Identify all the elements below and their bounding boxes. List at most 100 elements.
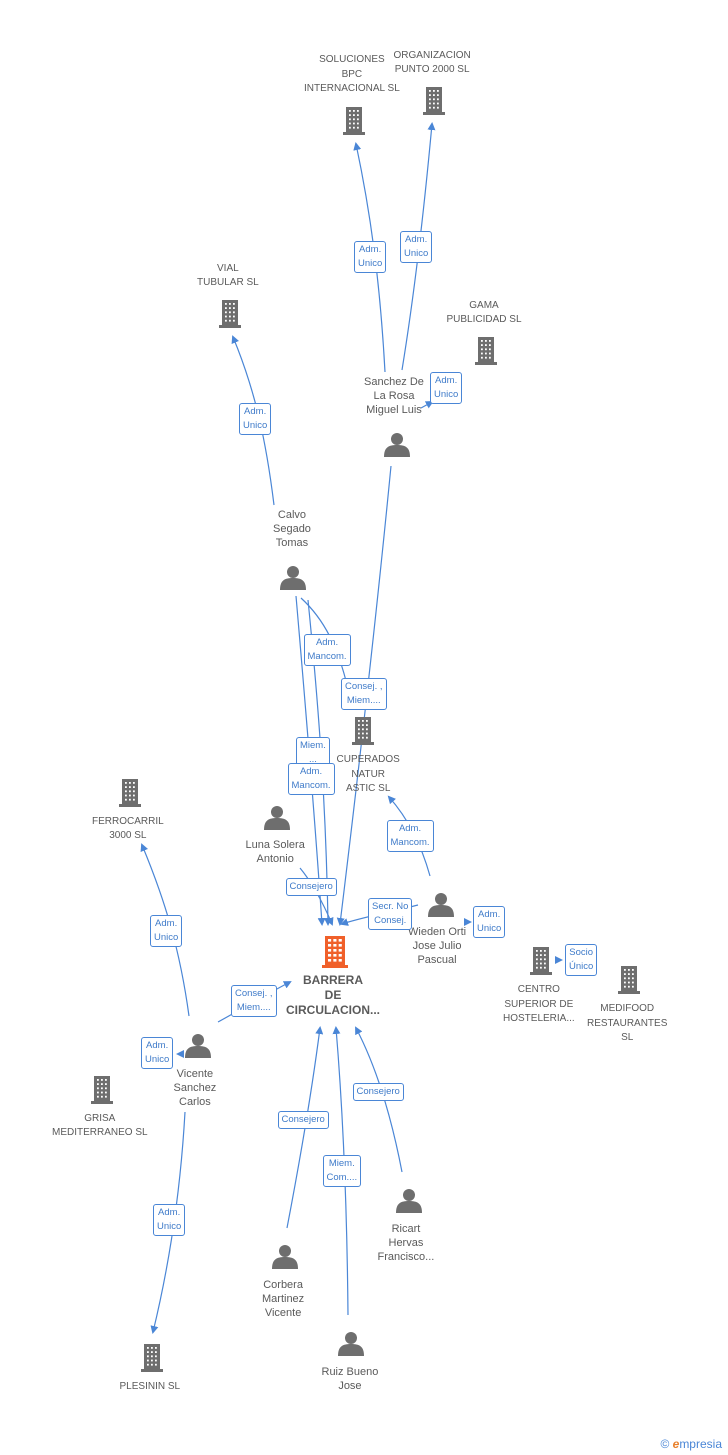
building-icon-recuperados[interactable]	[352, 717, 374, 745]
relation-text: Com....	[326, 1172, 358, 1183]
person-icon-wieden[interactable]	[428, 893, 454, 917]
building-icon-organizacion[interactable]	[423, 87, 445, 115]
building-icon-main[interactable]	[322, 936, 348, 968]
building-icon-grisa[interactable]	[91, 1076, 113, 1104]
relation-badge-e18[interactable]: Consejero	[352, 1083, 404, 1101]
building-icon-soluciones[interactable]	[343, 107, 365, 135]
node-label-line: MEDITERRANEO SL	[52, 1127, 148, 1138]
relation-text: Unico	[154, 932, 179, 943]
relation-text: Consejero	[289, 881, 333, 892]
node-label-line: CENTRO	[517, 984, 560, 995]
relation-text: Miem....	[236, 1002, 271, 1013]
node-label-line: Jose	[338, 1380, 362, 1392]
node-label-line: RESTAURANTES	[587, 1017, 668, 1029]
relation-text: Consejero	[281, 1114, 325, 1125]
relation-text: ...	[308, 754, 317, 765]
relation-text: Unico	[157, 1221, 182, 1232]
node-label-line: PLESININ SL	[119, 1380, 181, 1392]
relation-badge-e15[interactable]: Consej. ,Miem....	[231, 985, 277, 1017]
building-icon-centro[interactable]	[530, 947, 552, 975]
node-label-line: Corbera	[263, 1279, 303, 1291]
relation-text: Mancom.	[390, 837, 430, 848]
relation-text: Unico	[243, 420, 268, 431]
relation-badge-e9[interactable]: Adm.Mancom.	[386, 820, 434, 852]
relation-badge-e1[interactable]: Adm.Unico	[354, 241, 387, 273]
relation-text: Miem.	[328, 1158, 355, 1169]
person-icon-ricart[interactable]	[396, 1189, 422, 1213]
relation-badge-e5[interactable]: Adm.Mancom.	[303, 634, 351, 666]
relation-badge-e14[interactable]: Adm.Unico	[150, 915, 183, 947]
relation-badge-e3[interactable]: Adm.Unico	[430, 372, 463, 404]
person-icon-luna[interactable]	[264, 806, 290, 830]
relation-badge-e12[interactable]: Adm.Unico	[473, 906, 506, 938]
person-icon-vicente[interactable]	[185, 1034, 211, 1058]
relation-text: Miem.	[300, 740, 326, 751]
relation-badge-e10[interactable]: Consejero	[285, 878, 337, 896]
node-label-line: CUPERADOS	[336, 754, 400, 765]
node-label-line: FERROCARRIL	[92, 815, 164, 827]
person-icon-sanchez[interactable]	[384, 433, 410, 457]
relation-text: Unico	[477, 923, 502, 934]
node-label-line: Antonio	[256, 853, 294, 865]
node-label-line: Luna Solera	[245, 839, 305, 851]
building-icon-ferrocarril[interactable]	[119, 779, 141, 807]
relation-badge-e8[interactable]: Adm.Mancom.	[287, 763, 335, 795]
person-icon-ruiz[interactable]	[338, 1332, 364, 1356]
node-label-organizacion[interactable]: ORGANIZACION PUNTO 2000 SL	[394, 49, 471, 78]
node-label-line: Vicente	[264, 1307, 302, 1319]
relation-badge-e2[interactable]: Adm.Unico	[400, 231, 433, 263]
node-label-line: SL	[621, 1032, 634, 1043]
building-icon-medifood[interactable]	[618, 966, 640, 994]
node-label-line: PUNTO 2000 SL	[394, 64, 470, 75]
node-label-line: Tomas	[275, 537, 309, 549]
relation-text: Consej.	[374, 915, 407, 926]
building-icon-plesinin[interactable]	[141, 1344, 163, 1372]
node-label-line: Sanchez De	[364, 376, 424, 388]
relation-badge-e16[interactable]: Adm.Unico	[141, 1037, 174, 1069]
node-label-line: La Rosa	[373, 390, 415, 402]
relation-text: Unico	[434, 389, 459, 400]
relation-badge-e4[interactable]: Adm. Unico	[239, 403, 272, 435]
relation-text: Unico	[145, 1054, 170, 1065]
brand-e: e	[672, 1437, 680, 1451]
relation-badge-e17[interactable]: Adm.Unico	[153, 1204, 186, 1236]
relation-text: Adm.	[315, 637, 339, 648]
node-label-line: Hervas	[388, 1237, 424, 1249]
node-label-line: DE	[324, 987, 342, 1002]
building-icon-vial[interactable]	[219, 300, 241, 328]
relation-text: Unico	[358, 258, 383, 269]
relation-badge-e6[interactable]: Consej. ,Miem....	[341, 678, 387, 710]
relation-badge-e20[interactable]: Miem. Com....	[322, 1155, 362, 1187]
relation-badge-e19[interactable]: Consejero	[277, 1111, 329, 1129]
person-icon-calvo[interactable]	[280, 566, 306, 590]
person-icon-corbera[interactable]	[272, 1245, 298, 1269]
building-icon-gama[interactable]	[475, 337, 497, 365]
node-label-line: ORGANIZACION	[393, 49, 471, 61]
node-label-plesinin[interactable]: PLESININ SL	[120, 1380, 181, 1395]
node-label-line: TUBULAR SL	[197, 277, 259, 288]
nodes-layer	[91, 87, 640, 1372]
node-label-line: Calvo	[277, 509, 307, 521]
relation-text: Adm.	[299, 766, 323, 777]
relation-text: Adm.	[244, 406, 267, 417]
